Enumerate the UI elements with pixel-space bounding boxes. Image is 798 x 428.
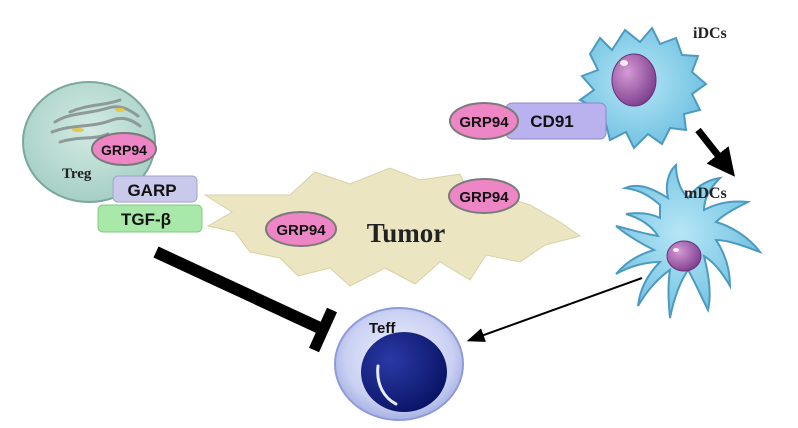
inhibition-arrow xyxy=(153,246,338,353)
grp94-treg: GRP94 xyxy=(91,132,157,166)
garp-label: GARP xyxy=(127,181,176,200)
idc-nucleus xyxy=(611,53,657,107)
grp94-cd91: GRP94 xyxy=(449,102,519,140)
grp94-tumor-left-label: GRP94 xyxy=(276,222,326,239)
mdc-cell xyxy=(615,162,763,319)
cd91-receptor: CD91 xyxy=(505,102,607,140)
tumor-label: Tumor xyxy=(367,218,446,248)
activation-arrow xyxy=(466,277,643,342)
tgfb-label: TGF-β xyxy=(121,210,171,229)
garp-box: GARP xyxy=(112,175,198,203)
maturation-arrow xyxy=(695,127,735,177)
grp94-tumor-left: GRP94 xyxy=(265,211,337,247)
grp94-tumor-right: GRP94 xyxy=(448,178,520,214)
tgfb-box: TGF-β xyxy=(97,204,203,233)
grp94-tumor-right-label: GRP94 xyxy=(459,189,509,206)
teff-label: Teff xyxy=(369,320,396,337)
grp94-treg-label: GRP94 xyxy=(101,142,147,158)
idc-cell xyxy=(578,26,708,150)
grp94-cd91-label: GRP94 xyxy=(459,114,509,131)
treg-cell xyxy=(22,81,156,203)
treg-organelle xyxy=(50,98,142,144)
idcs-label: iDCs xyxy=(693,25,727,42)
cd91-label: CD91 xyxy=(530,112,573,131)
teff-cell xyxy=(334,307,464,421)
teff-nucleus xyxy=(361,332,447,412)
mdc-nucleus xyxy=(666,240,702,272)
mdcs-label: mDCs xyxy=(684,185,727,202)
treg-label: Treg xyxy=(62,166,92,182)
